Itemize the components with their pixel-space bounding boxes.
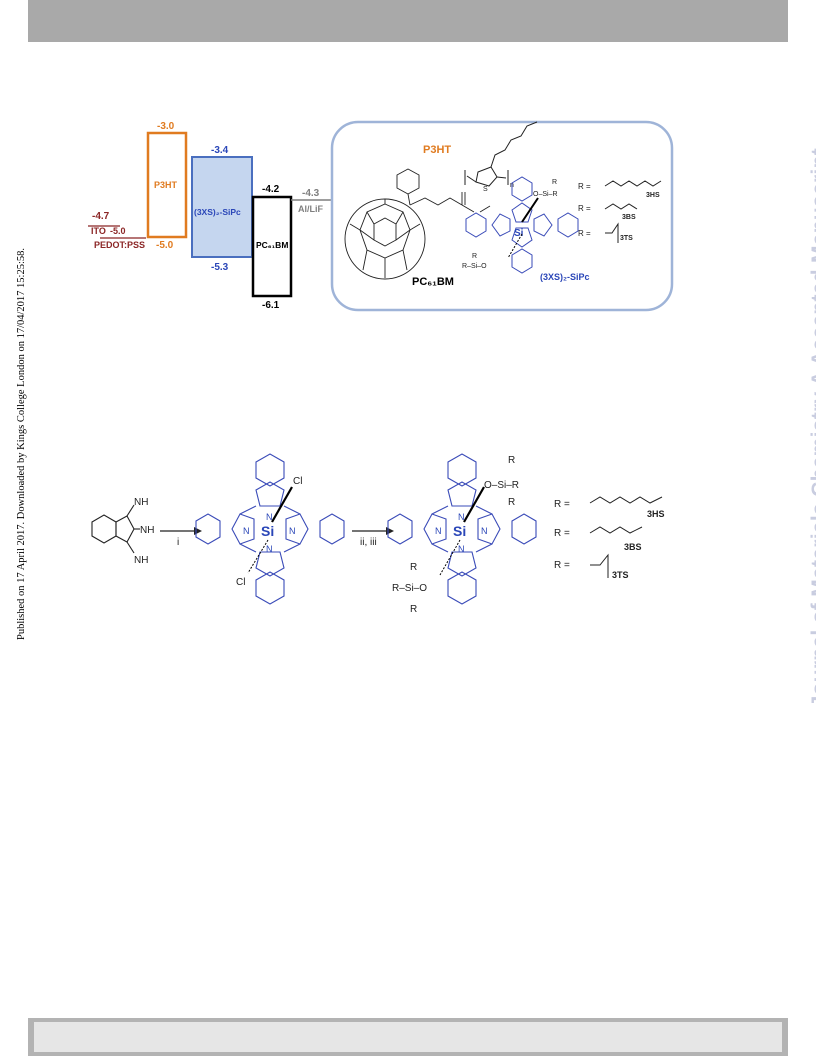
sipc-product-si: Si: [453, 523, 466, 539]
sipc-structure-small: [465, 176, 579, 274]
sipc-small-r-top: R: [552, 179, 557, 186]
sipc-top-value: -3.4: [211, 145, 229, 156]
sipc-small-axial-bottom: [507, 233, 523, 259]
p3ht-level-box: [146, 131, 188, 239]
sipc-small-si: Si: [514, 228, 524, 239]
box-tbutyl-chain: [605, 222, 619, 243]
sipc-bottom-value: -5.3: [211, 262, 229, 273]
sipc-product-r-bottom-1: R: [410, 562, 417, 573]
cl-top: Cl: [293, 476, 302, 487]
nh-top: NH: [134, 497, 148, 508]
scheme-bs-label: 3BS: [624, 542, 642, 552]
sipc-product-n-2: N: [481, 526, 488, 536]
journal-header-bar: [28, 0, 788, 42]
sipc-small-r-bottom: R: [472, 253, 477, 260]
cathode-value: -4.3: [302, 188, 320, 199]
cathode-label: Al/LiF: [298, 204, 323, 214]
sipc-product-osi-top: O–Si–R: [484, 480, 519, 491]
arrow-step-ii-head: [386, 527, 394, 535]
ito-label: ITO: [91, 226, 106, 236]
box-r-eq-3: R =: [578, 229, 591, 238]
scheme-r-eq-2: R =: [554, 528, 570, 539]
scheme-tbutyl-chain: [590, 553, 609, 578]
sipccl2-si: Si: [261, 523, 274, 539]
nh-mid: NH: [140, 525, 154, 536]
footer-inner-panel: [34, 1022, 782, 1052]
journal-footer-bar: [28, 1018, 788, 1056]
diiminoisoindoline-structure: [91, 504, 140, 554]
p3ht-structure-label: P3HT: [423, 144, 451, 156]
p3ht-structure: [464, 121, 538, 187]
pcbm-structure: [344, 168, 491, 280]
sipccl2-n-3: N: [266, 512, 273, 522]
sipc-structure-label: (3XS)₂-SiPc: [540, 272, 590, 282]
sipc-product-r-top-1: R: [508, 455, 515, 466]
step-ii-label: ii, iii: [360, 537, 377, 548]
sipccl2-cl-bond-bottom: [247, 539, 269, 574]
sipc-product-axial-top: [463, 486, 485, 523]
pedot-label: PEDOT:PSS: [94, 240, 145, 250]
sipccl2-n-4: N: [266, 544, 273, 554]
sipc-small-osir-top: O–Si–R: [533, 191, 558, 198]
sipc-small-osir-bottom: R–Si–O: [462, 263, 487, 270]
sipc-product-n-4: N: [458, 544, 465, 554]
sipc-product-r-bottom-2: R: [410, 604, 417, 615]
sipc-product-n-1: N: [435, 526, 442, 536]
pcbm-structure-label: PC₆₁BM: [412, 276, 454, 288]
sipc-small-axial-top: [521, 197, 539, 223]
scheme-hexyl-chain: [589, 496, 663, 504]
nh-bottom: NH: [134, 555, 148, 566]
scheme-butyl-chain: [589, 526, 643, 534]
box-hs-label: 3HS: [646, 192, 660, 199]
sipc-box-label: (3XS)₂-SiPc: [194, 207, 241, 217]
sipccl2-n-2: N: [289, 526, 296, 536]
sipc-product-osi-bottom: R–Si–O: [392, 583, 427, 594]
scheme-r-eq-1: R =: [554, 499, 570, 510]
pcbm-box-label: PC₆₁BM: [256, 240, 288, 250]
sipccl2-n-1: N: [243, 526, 250, 536]
scheme-ts-label: 3TS: [612, 570, 629, 580]
sipc-product-structure: [387, 453, 537, 605]
box-r-eq-2: R =: [578, 204, 591, 213]
scheme-hs-label: 3HS: [647, 509, 665, 519]
thiophene-s: S: [483, 186, 488, 193]
box-ts-label: 3TS: [620, 235, 633, 242]
sipc-product-n-3: N: [458, 512, 465, 522]
p3ht-top-value: -3.0: [157, 121, 175, 132]
box-hexyl-chain: [604, 180, 662, 187]
pcbm-bottom-value: -6.1: [262, 300, 280, 311]
step-i-label: i: [177, 537, 179, 548]
scheme-r-eq-3: R =: [554, 560, 570, 571]
box-bs-label: 3BS: [622, 214, 636, 221]
sipc-product-r-top-2: R: [508, 497, 515, 508]
cl-bottom: Cl: [236, 577, 245, 588]
sipccl2-cl-bond-top: [271, 486, 293, 523]
sipccl2-structure: [195, 453, 345, 605]
pcbm-top-value: -4.2: [262, 184, 280, 195]
pedot-value: -5.0: [110, 226, 126, 236]
ito-value: -4.7: [92, 211, 110, 222]
box-butyl-chain: [604, 203, 638, 210]
arrow-step-i-head: [194, 527, 202, 535]
box-r-eq-1: R =: [578, 182, 591, 191]
sipc-level-box: [191, 156, 253, 258]
p3ht-bottom-value: -5.0: [156, 240, 174, 251]
pcbm-level-box: [251, 195, 293, 298]
p3ht-box-label: P3HT: [154, 180, 178, 190]
